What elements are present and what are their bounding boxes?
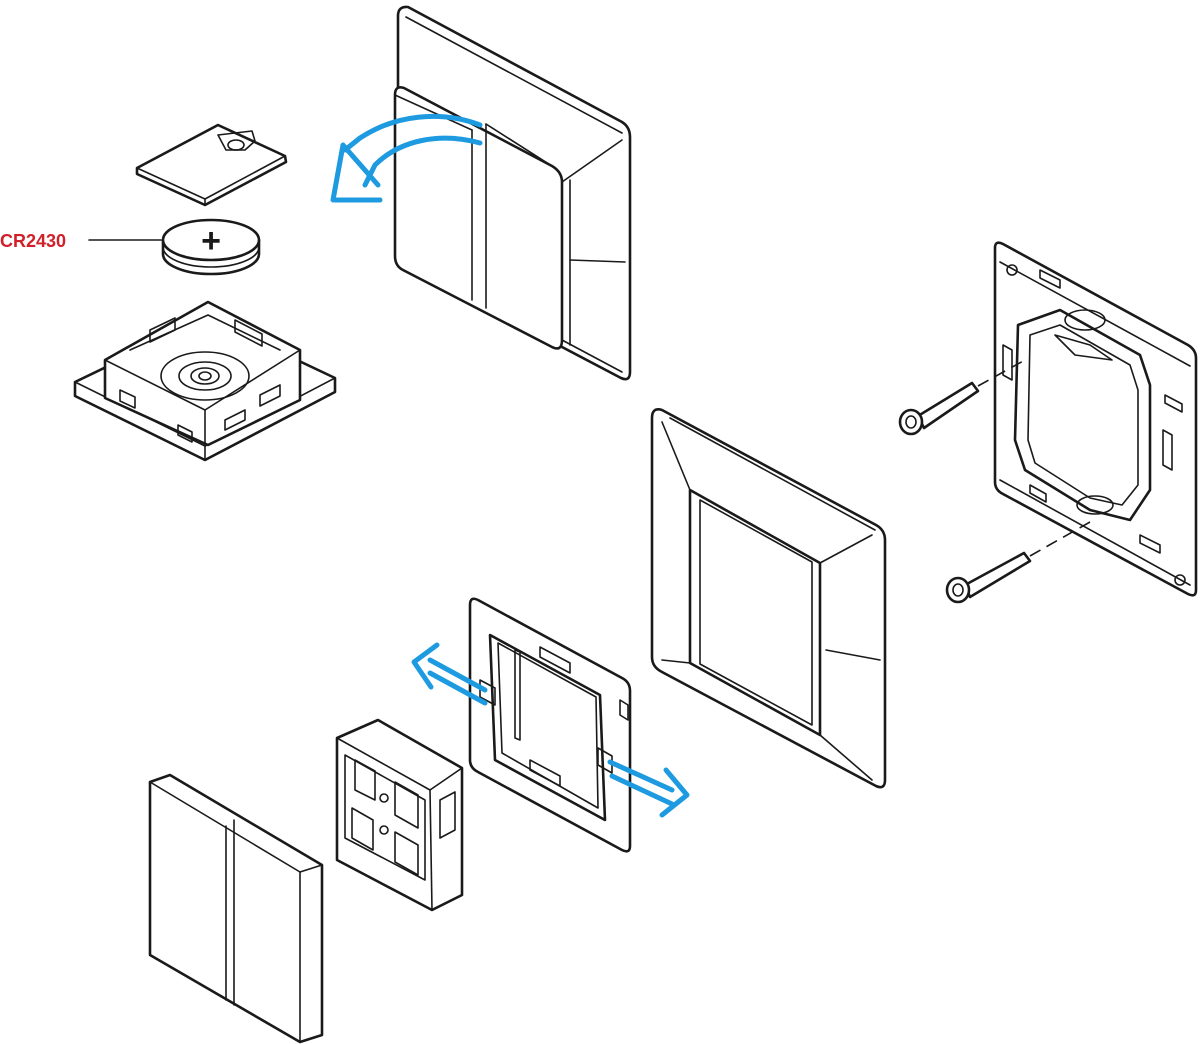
coin-battery: + [161, 218, 261, 276]
adapter-frame [468, 597, 632, 853]
mounting-plate [993, 241, 1198, 597]
battery-plus-symbol: + [201, 222, 221, 260]
double-arrow-right-icon [607, 759, 690, 818]
screw-lower [945, 521, 1091, 604]
screw-upper [898, 359, 1026, 436]
rocker-buttons [148, 773, 324, 1044]
electronic-insert [335, 718, 464, 912]
cover-frame [650, 408, 887, 789]
double-arrow-left-icon [411, 642, 488, 706]
rotate-arrow-icon [330, 114, 483, 203]
battery-cover [135, 123, 288, 207]
battery-callout: CR2430 [0, 231, 162, 251]
transmitter-module [73, 300, 337, 462]
battery-type-label: CR2430 [0, 231, 66, 251]
rocker-cover-assembly [393, 5, 632, 381]
